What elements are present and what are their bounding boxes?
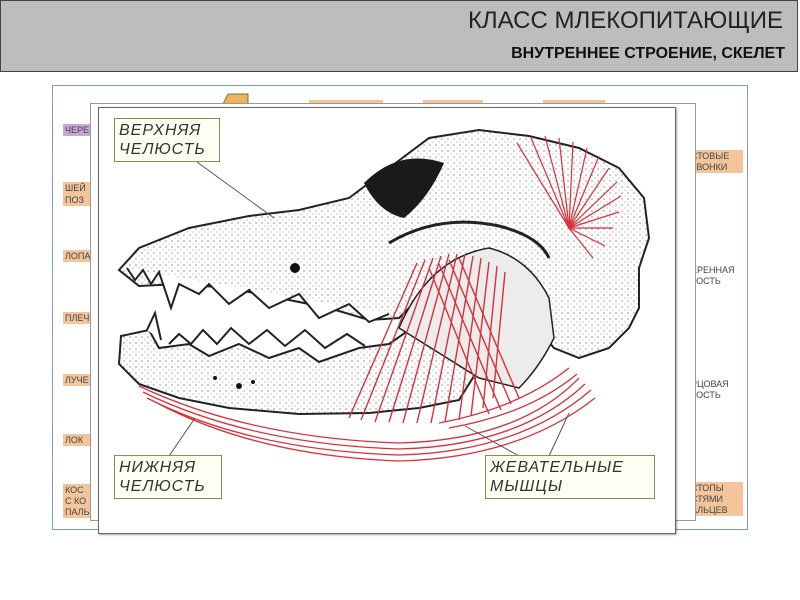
bg-tab (543, 100, 605, 105)
bg-label: СТЯМИ (689, 493, 743, 505)
bg-label: ЗВОНКИ (689, 161, 743, 173)
bg-label: КОСТЬ (691, 276, 721, 286)
slide-header: КЛАСС МЛЕКОПИТАЮЩИЕ ВНУТРЕННЕЕ СТРОЕНИЕ,… (0, 0, 798, 72)
leader-line (464, 425, 520, 457)
eye-socket (364, 158, 444, 218)
bg-label: ЕРЕННАЯ (691, 265, 735, 275)
cranium-shape (117, 128, 651, 360)
muscles-label-line: ЖЕВАТЕЛЬНЫЕ (490, 459, 624, 476)
lower-jaw-label-line: ЧЕЛЮСТЬ (119, 478, 206, 495)
temporal-muscle (516, 135, 622, 259)
lower-jaw-label: НИЖНЯЯ ЧЕЛЮСТЬ (114, 455, 222, 499)
zygomatic-arch (388, 220, 551, 259)
muscles-label-line: МЫШЦЫ (490, 478, 564, 495)
bg-label: КОСТЬ (691, 390, 721, 400)
foramen (290, 263, 300, 273)
masticatory-muscles-label: ЖЕВАТЕЛЬНЫЕ МЫШЦЫ (485, 455, 655, 499)
lower-teeth (168, 326, 366, 350)
upper-jaw-label: ВЕРХНЯЯ ЧЕЛЮСТЬ (114, 118, 220, 162)
bg-tab (423, 100, 483, 105)
lower-jaw-label-line: НИЖНЯЯ (119, 459, 197, 476)
skull-diagram-card: ВЕРХНЯЯ ЧЕЛЮСТЬ НИЖНЯЯ ЧЕЛЮСТЬ ЖЕВАТЕЛЬН… (98, 107, 676, 534)
leader-line (548, 412, 570, 457)
bg-label: СТОВЫЕ (689, 150, 743, 162)
upper-teeth (126, 267, 390, 324)
lower-muscles (138, 367, 596, 462)
masseter-muscle (348, 253, 520, 424)
slide-title: КЛАСС МЛЕКОПИТАЮЩИЕ (467, 7, 783, 34)
bg-tab (309, 100, 383, 105)
slide-subtitle: ВНУТРЕННЕЕ СТРОЕНИЕ, СКЕЛЕТ (511, 45, 785, 62)
bg-label: СТОПЫ (689, 482, 743, 494)
bg-label: АЛЬЦЕВ (689, 504, 743, 516)
bg-label: РЦОВАЯ (691, 379, 729, 389)
upper-jaw-label-line: ЧЕЛЮСТЬ (119, 141, 206, 158)
dog-skull-diagram (117, 128, 651, 462)
leader-line (168, 417, 196, 457)
leader-line (196, 161, 275, 219)
lower-canine (146, 309, 162, 341)
upper-jaw-label-line: ВЕРХНЯЯ (119, 122, 202, 139)
